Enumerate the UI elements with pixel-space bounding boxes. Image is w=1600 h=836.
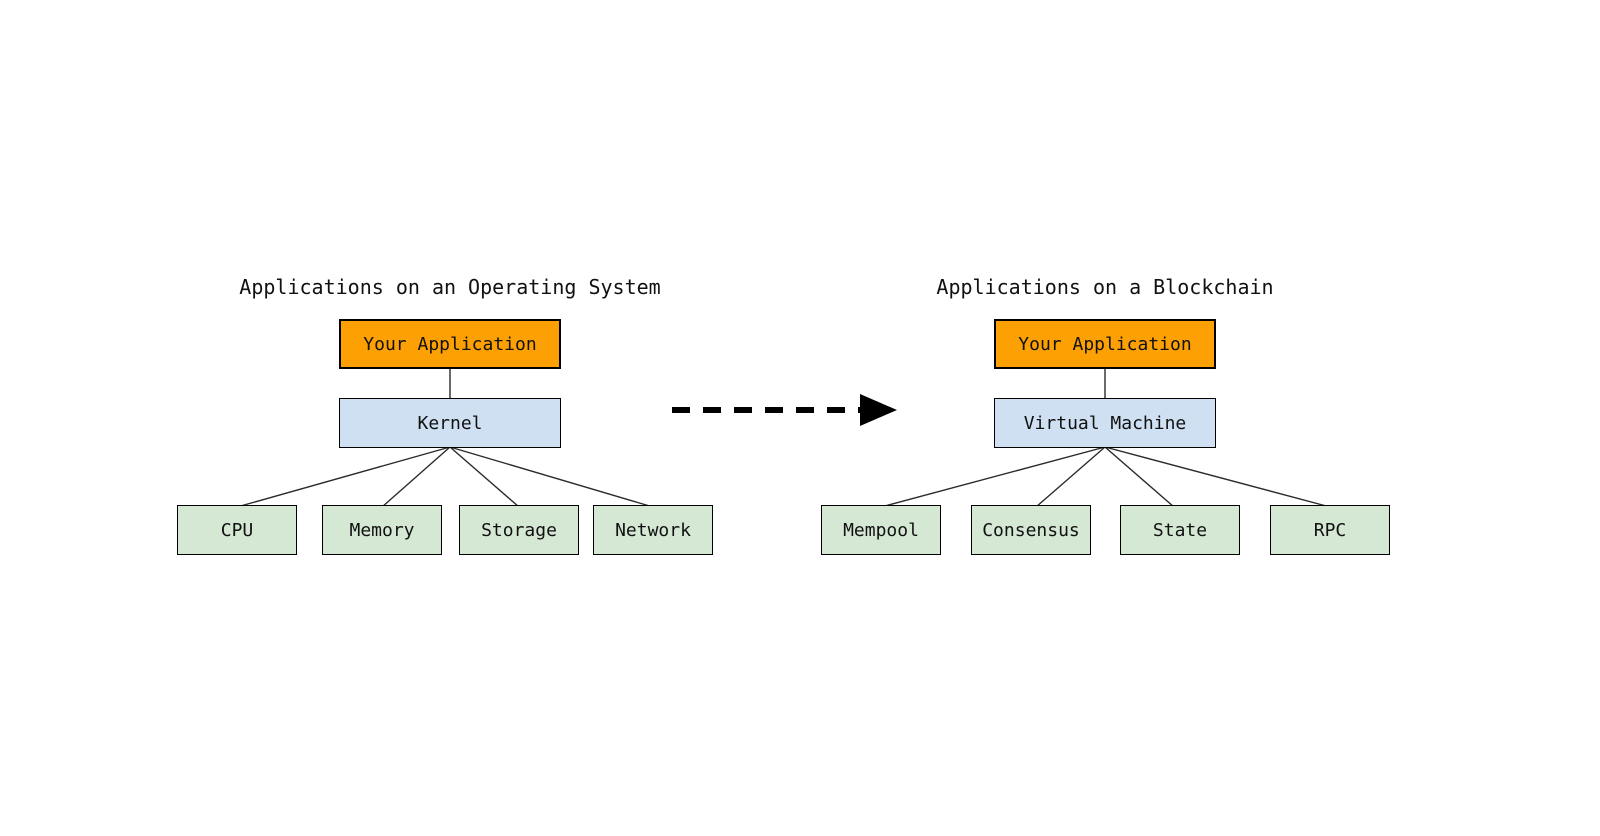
dashed-right-arrow-icon xyxy=(672,394,897,426)
right-child-box-rpc: RPC xyxy=(1270,505,1390,555)
right-virtual-machine-box: Virtual Machine xyxy=(994,398,1216,448)
right-edge-vm-state xyxy=(1104,446,1175,508)
left-edge-kernel-memory xyxy=(381,446,451,508)
right-child-box-state: State xyxy=(1120,505,1240,555)
right-edge-vm-mempool xyxy=(880,446,1106,508)
right-child-box-mempool: Mempool xyxy=(821,505,941,555)
left-child-box-network: Network xyxy=(593,505,713,555)
arrow-head xyxy=(860,394,897,426)
left-edge-kernel-network xyxy=(449,446,654,508)
right-edge-vm-rpc xyxy=(1104,446,1331,508)
right-edge-vm-consensus xyxy=(1035,446,1106,508)
left-kernel-box: Kernel xyxy=(339,398,561,448)
left-child-box-memory: Memory xyxy=(322,505,442,555)
left-edge-kernel-storage xyxy=(449,446,520,508)
right-child-box-consensus: Consensus xyxy=(971,505,1091,555)
right-diagram-title: Applications on a Blockchain xyxy=(936,275,1274,299)
left-edge-kernel-cpu xyxy=(236,446,451,508)
left-child-box-storage: Storage xyxy=(459,505,579,555)
left-your-application-box: Your Application xyxy=(339,319,561,369)
left-diagram-title: Applications on an Operating System xyxy=(239,275,661,299)
left-child-box-cpu: CPU xyxy=(177,505,297,555)
right-your-application-box: Your Application xyxy=(994,319,1216,369)
